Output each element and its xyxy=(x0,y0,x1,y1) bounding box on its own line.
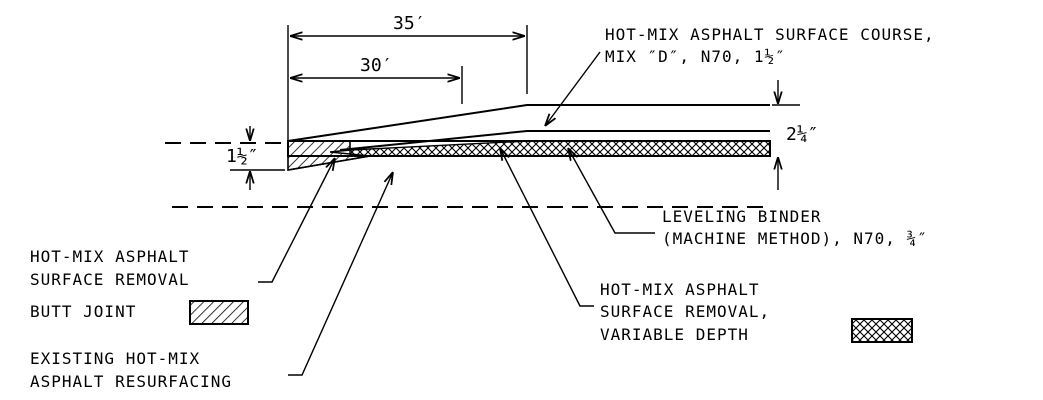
label-variable-depth-line1: HOT-MIX ASPHALT xyxy=(600,280,760,299)
label-leveling-line1: LEVELING BINDER xyxy=(662,207,822,226)
label-existing-line1: EXISTING HOT-MIX xyxy=(30,349,200,368)
label-surface-course-line2: MIX ″D″, N70, 1½″ xyxy=(605,47,786,66)
removal-outline xyxy=(287,140,771,157)
leader-surface-course xyxy=(545,51,601,126)
label-butt-joint-line3: BUTT JOINT xyxy=(30,302,136,321)
label-surface-course-line1: HOT-MIX ASPHALT SURFACE COURSE, xyxy=(605,25,935,44)
leveling-binder-top-line xyxy=(339,130,770,151)
legend-butt-joint-swatch xyxy=(189,300,249,325)
label-butt-joint-line2: SURFACE REMOVAL xyxy=(30,270,190,289)
dim-label-right-thickness: 2¼″ xyxy=(786,124,819,145)
leader-butt-joint xyxy=(258,158,335,283)
label-variable-depth-line2: SURFACE REMOVAL, xyxy=(600,302,770,321)
dim-label-left-thickness: 1½″ xyxy=(226,146,259,167)
label-variable-depth-line3: VARIABLE DEPTH xyxy=(600,325,749,344)
leader-existing-resurfacing xyxy=(288,172,393,376)
dim-label-35: 35′ xyxy=(393,13,426,34)
label-existing-line2: ASPHALT RESURFACING xyxy=(30,372,232,391)
surface-course-top-line xyxy=(287,104,770,142)
leader-variable-depth xyxy=(500,148,594,307)
leader-leveling-binder xyxy=(568,148,655,234)
legend-variable-depth-swatch xyxy=(851,318,913,343)
label-butt-joint-line1: HOT-MIX ASPHALT xyxy=(30,247,190,266)
label-leveling-line2: (MACHINE METHOD), N70, ¾″ xyxy=(662,229,928,248)
dim-label-30: 30′ xyxy=(360,55,393,76)
